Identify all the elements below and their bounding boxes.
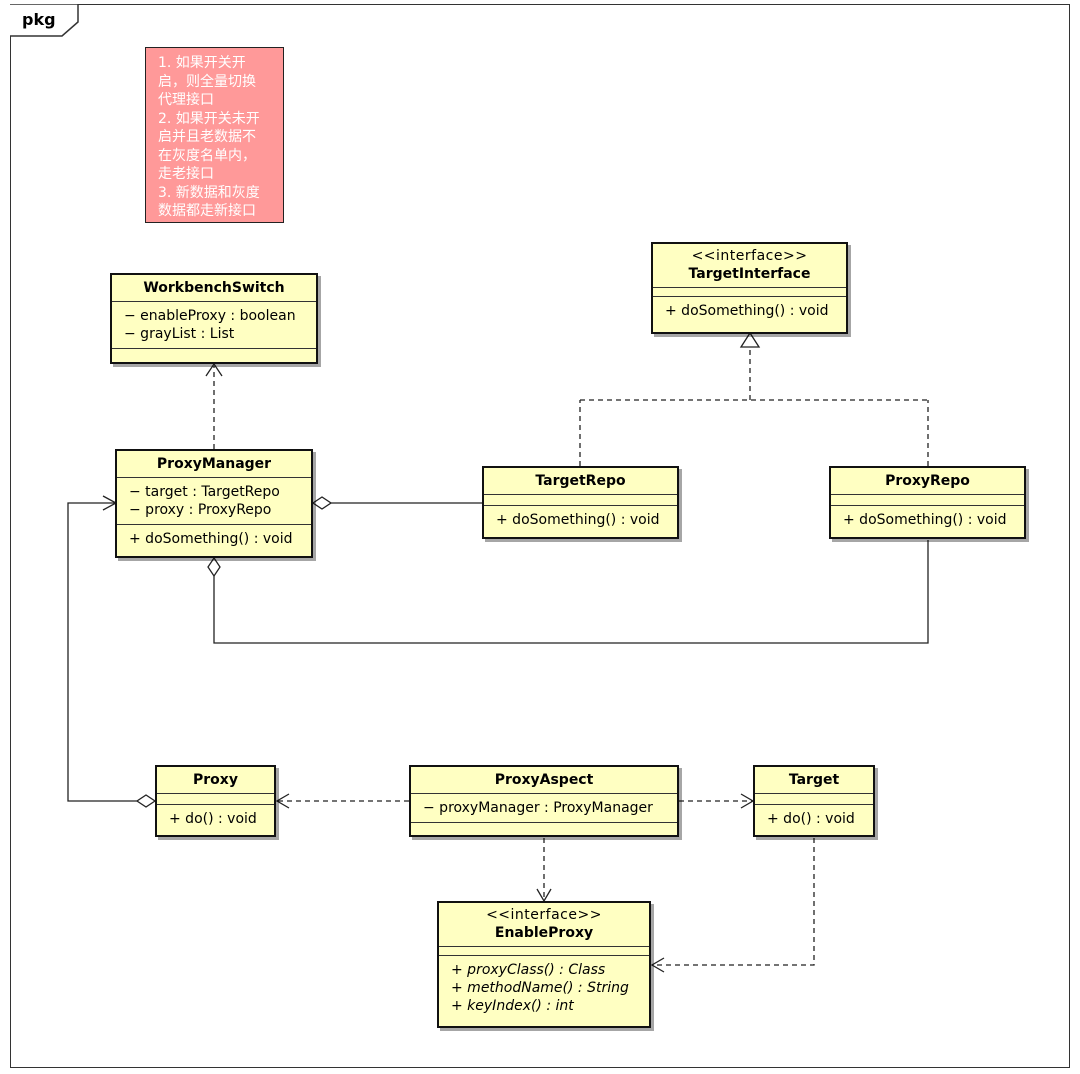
aggregation-proxy-proxymanager (67, 495, 157, 808)
class-header: ProxyManager (117, 451, 311, 478)
method: + doSomething() : void (843, 512, 1007, 528)
method: + methodName() : String (451, 980, 629, 996)
dependency-proxymanager-workbenchswitch (205, 362, 223, 449)
class-proxy-repo: ProxyRepo + doSomething() : void (829, 466, 1026, 539)
dependency-proxyaspect-proxy (275, 793, 409, 809)
attributes-section: − target : TargetRepo − proxy : ProxyRep… (117, 478, 311, 525)
class-name: Proxy (193, 772, 238, 788)
class-name: ProxyAspect (494, 772, 594, 788)
class-proxy: Proxy + do() : void (155, 765, 276, 837)
attributes-section (653, 288, 846, 297)
methods-section: + doSomething() : void (117, 525, 311, 553)
class-name: WorkbenchSwitch (143, 280, 285, 296)
class-name: ProxyRepo (885, 473, 970, 489)
dependency-target-enableproxy (650, 838, 815, 973)
stereotype: <<interface>> (486, 907, 602, 923)
class-name: Target (788, 772, 840, 788)
dependency-proxyaspect-enableproxy (536, 838, 552, 903)
methods-section (112, 349, 316, 363)
class-header: Target (755, 767, 873, 794)
class-header: ProxyAspect (411, 767, 677, 794)
class-proxy-manager: ProxyManager − target : TargetRepo − pro… (115, 449, 313, 558)
method: + proxyClass() : Class (451, 962, 606, 978)
note-line: 启，则全量切换 (158, 73, 256, 90)
method: + doSomething() : void (496, 512, 660, 528)
class-name: ProxyManager (156, 456, 272, 472)
method: + do() : void (767, 811, 855, 827)
aggregation-proxymanager-proxyrepo (207, 540, 929, 644)
methods-section (411, 823, 677, 837)
methods-section: + proxyClass() : Class + methodName() : … (439, 956, 649, 1020)
class-target-repo: TargetRepo + doSomething() : void (482, 466, 679, 539)
methods-section: + doSomething() : void (484, 506, 677, 534)
class-header: <<interface>> TargetInterface (653, 244, 846, 288)
method: + do() : void (169, 811, 257, 827)
note-line: 数据都走新接口 (158, 203, 256, 219)
note-line: 2. 如果开关未开 (158, 110, 260, 127)
note-line: 启并且老数据不 (158, 129, 256, 145)
method: + doSomething() : void (129, 531, 293, 547)
methods-section: + do() : void (157, 805, 274, 833)
methods-section: + doSomething() : void (831, 506, 1024, 534)
note: 1. 如果开关开 启，则全量切换 代理接口 2. 如果开关未开 启并且老数据不 … (145, 47, 284, 223)
note-line: 在灰度名单内， (158, 147, 256, 164)
class-name: TargetRepo (535, 473, 626, 489)
attribute: − target : TargetRepo (129, 484, 280, 500)
method: + doSomething() : void (665, 303, 829, 319)
package-frame (10, 4, 1070, 1068)
class-target: Target + do() : void (753, 765, 875, 837)
package-tab (10, 4, 79, 37)
attributes-section: − enableProxy : boolean − grayList : Lis… (112, 302, 316, 349)
attribute: − proxyManager : ProxyManager (423, 800, 653, 816)
note-line: 3. 新数据和灰度 (158, 184, 260, 201)
attribute: − grayList : List (124, 326, 235, 342)
dependency-proxyaspect-target (679, 793, 755, 809)
class-name: EnableProxy (494, 925, 594, 941)
note-line: 代理接口 (158, 92, 214, 108)
class-header: ProxyRepo (831, 468, 1024, 495)
class-proxy-aspect: ProxyAspect − proxyManager : ProxyManage… (409, 765, 679, 837)
note-line: 1. 如果开关开 (158, 55, 246, 71)
class-workbench-switch: WorkbenchSwitch − enableProxy : boolean … (110, 273, 318, 364)
attribute: − proxy : ProxyRepo (129, 502, 272, 518)
class-name: TargetInterface (688, 266, 811, 282)
class-enable-proxy: <<interface>> EnableProxy + proxyClass()… (437, 901, 651, 1028)
attributes-section (439, 947, 649, 956)
class-header: WorkbenchSwitch (112, 275, 316, 302)
aggregation-proxymanager-targetrepo (311, 496, 482, 510)
class-header: TargetRepo (484, 468, 677, 495)
method: + keyIndex() : int (451, 998, 574, 1014)
class-header: Proxy (157, 767, 274, 794)
stereotype: <<interface>> (691, 248, 808, 264)
methods-section: + do() : void (755, 805, 873, 833)
note-line: 走老接口 (158, 166, 214, 182)
attribute: − enableProxy : boolean (124, 308, 296, 324)
package-label: pkg (22, 10, 56, 29)
class-header: <<interface>> EnableProxy (439, 903, 649, 947)
attributes-section (755, 794, 873, 805)
attributes-section (831, 495, 1024, 506)
realization-targetinterface (579, 331, 929, 466)
class-target-interface: <<interface>> TargetInterface + doSometh… (651, 242, 848, 334)
attributes-section (157, 794, 274, 805)
methods-section: + doSomething() : void (653, 297, 846, 325)
attributes-section (484, 495, 677, 506)
attributes-section: − proxyManager : ProxyManager (411, 794, 677, 823)
